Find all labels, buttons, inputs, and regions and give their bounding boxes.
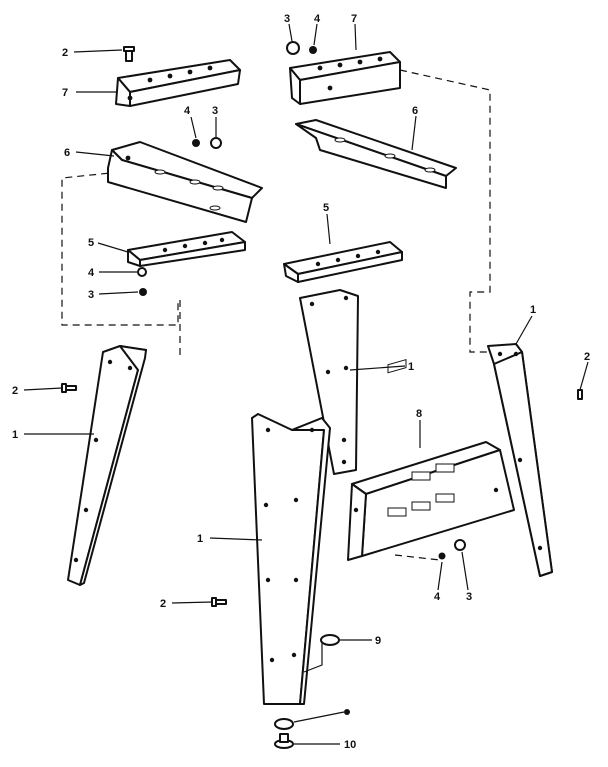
washer-4-top-right bbox=[309, 46, 317, 54]
callout-4-brace: 4 bbox=[434, 591, 441, 603]
callout-2-top-left: 2 bbox=[62, 47, 68, 59]
leveler-10 bbox=[274, 733, 294, 749]
washer-4-mid-left bbox=[137, 267, 147, 277]
brace-8 bbox=[347, 358, 515, 561]
callout-3-mid-left: 3 bbox=[88, 289, 94, 301]
callout-1-front-leg: 1 bbox=[197, 533, 203, 545]
bracket-7-left bbox=[115, 59, 241, 107]
dashed-guide-left bbox=[61, 171, 179, 326]
leg-1-left bbox=[67, 345, 147, 586]
callout-2-right-leg: 2 bbox=[584, 351, 590, 363]
foot-nut bbox=[344, 709, 350, 715]
callout-7-right: 7 bbox=[351, 13, 357, 25]
nut-3-brace bbox=[454, 539, 466, 551]
callout-9: 9 bbox=[375, 635, 381, 647]
callout-10: 10 bbox=[344, 739, 356, 751]
callout-6-left: 6 bbox=[64, 147, 70, 159]
callout-4-mid-left: 4 bbox=[88, 267, 95, 279]
callout-2-left-leg: 2 bbox=[12, 385, 18, 397]
bracket-7-right bbox=[289, 51, 401, 105]
screw-2-left-leg bbox=[61, 383, 77, 393]
leg-1-right bbox=[487, 343, 553, 577]
callout-3-top-right: 3 bbox=[284, 13, 290, 25]
callout-3-left: 3 bbox=[212, 105, 218, 117]
cap-9 bbox=[320, 634, 340, 646]
leg-1-rear bbox=[299, 289, 359, 475]
dashed-guide-right bbox=[399, 69, 492, 353]
nut-3-left bbox=[210, 137, 222, 149]
leader-lines bbox=[23, 23, 589, 745]
leg-1-front bbox=[251, 413, 331, 705]
screw-2-front-leg bbox=[211, 597, 227, 607]
callout-8-brace: 8 bbox=[416, 408, 422, 420]
washer-4-left bbox=[192, 139, 200, 147]
nut-3-mid-left bbox=[139, 288, 147, 296]
screw-2-right-leg bbox=[577, 389, 583, 400]
foot-cap bbox=[274, 718, 294, 730]
callout-6-right: 6 bbox=[412, 105, 418, 117]
bracket-6-right bbox=[295, 119, 457, 189]
callout-1-rear-leg: 1 bbox=[408, 361, 414, 373]
callout-5-right: 5 bbox=[323, 202, 329, 214]
washer-4-brace bbox=[438, 552, 446, 560]
bracket-5-left bbox=[127, 231, 246, 267]
nut-3-top-right bbox=[286, 41, 300, 55]
callout-3-brace: 3 bbox=[466, 591, 472, 603]
callout-2-front-leg: 2 bbox=[160, 598, 166, 610]
callout-4-top-right: 4 bbox=[314, 13, 321, 25]
foot-leader-bend bbox=[303, 642, 323, 673]
callout-7-left: 7 bbox=[62, 87, 68, 99]
screw-2-top-left bbox=[123, 46, 135, 62]
callout-4-left: 4 bbox=[184, 105, 191, 117]
bracket-6-left bbox=[107, 141, 263, 223]
callout-1-left-leg: 1 bbox=[12, 429, 18, 441]
callout-5-left: 5 bbox=[88, 237, 94, 249]
callout-1-right-leg: 1 bbox=[530, 304, 536, 316]
bracket-5-right bbox=[283, 241, 403, 283]
dashed-guide-bottom bbox=[394, 554, 441, 561]
